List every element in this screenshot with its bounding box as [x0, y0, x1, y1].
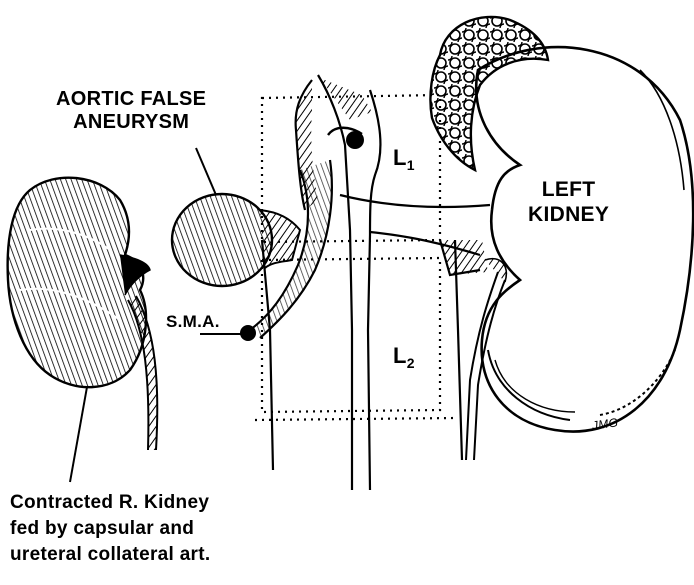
aortic-label-line2: ANEURYSM: [56, 111, 206, 134]
left-kidney: [476, 47, 693, 431]
aortic-false-aneurysm: [172, 194, 300, 286]
caption-line3: ureteral collateral art.: [10, 542, 210, 568]
left-kidney-label-line2: KIDNEY: [528, 203, 609, 228]
l1-vertebra-label: L1: [393, 147, 415, 172]
vertebra-l3-top: [255, 418, 455, 420]
left-renal-hatch: [440, 240, 488, 275]
sma-label: S.M.A.: [166, 313, 220, 330]
l2-main: L: [393, 343, 407, 368]
aneurysm-pointer-line: [196, 148, 216, 195]
aortic-false-aneurysm-label: AORTIC FALSE ANEURYSM: [56, 88, 206, 134]
aortic-label-line1: AORTIC FALSE: [56, 88, 206, 111]
left-kidney-label-line1: LEFT: [528, 178, 609, 203]
l1-main: L: [393, 145, 407, 170]
l1-sub: 1: [407, 157, 415, 173]
artist-signature: JMG: [591, 416, 619, 432]
aorta-upper-hatching: [320, 78, 372, 120]
l2-vertebra-label: L2: [393, 345, 415, 370]
caption-line1: Contracted R. Kidney: [10, 490, 210, 516]
right-kidney-caption: Contracted R. Kidney fed by capsular and…: [10, 490, 210, 569]
l2-sub: 2: [407, 355, 415, 371]
caption-pointer-line: [70, 387, 87, 482]
right-contracted-kidney: [8, 178, 150, 388]
caption-line2: fed by capsular and: [10, 516, 210, 542]
left-kidney-label: LEFT KIDNEY: [528, 178, 609, 228]
